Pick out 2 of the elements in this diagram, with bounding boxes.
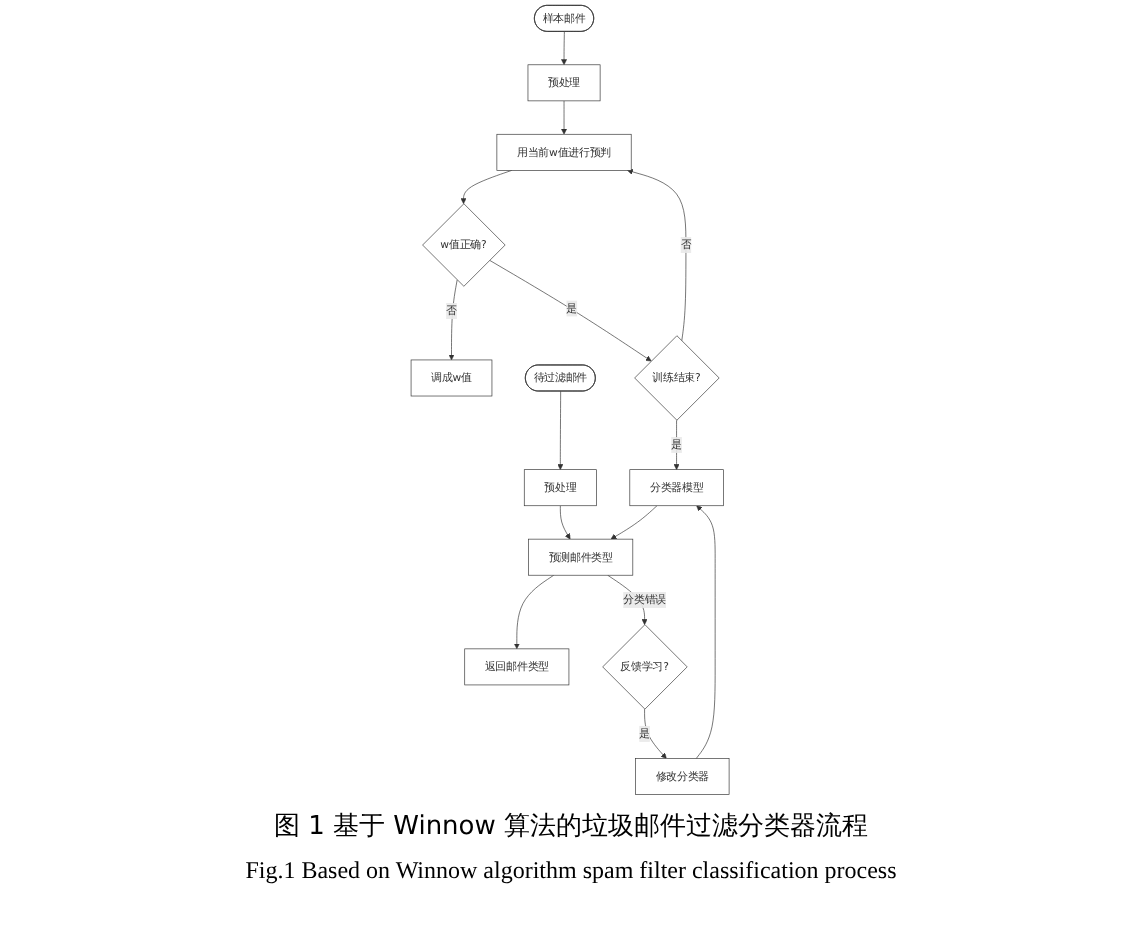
caption-text: Fig.1 Based on Winnow algorithm spam filter classification process	[243, 856, 899, 886]
figure-caption: 图 1 基于 Winnow 算法的垃圾邮件过滤分类器流程	[271, 810, 871, 844]
